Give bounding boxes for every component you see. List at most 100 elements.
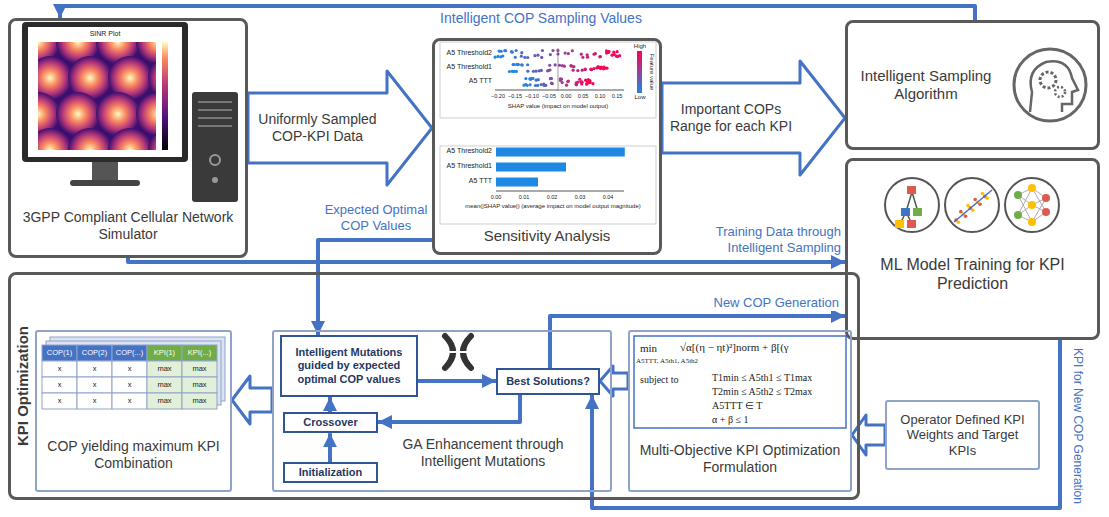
scatter-dot bbox=[964, 214, 968, 218]
node-title: Initialization bbox=[287, 466, 374, 479]
shap-dot bbox=[559, 77, 562, 80]
shap-dot bbox=[554, 63, 557, 66]
process-box: Crossover bbox=[283, 412, 378, 433]
tick-label: −0.05 bbox=[538, 93, 560, 100]
shap-bar-panel bbox=[440, 146, 656, 224]
table-cell: max bbox=[182, 396, 217, 405]
tree-node bbox=[913, 208, 922, 216]
formula-text: T2min ≤ A5th2 ≤ T2max bbox=[712, 386, 812, 398]
shap-bar bbox=[496, 178, 538, 187]
nn-neuron bbox=[1042, 208, 1050, 216]
feature-name: A5 Threshold2 bbox=[440, 147, 492, 155]
sinr-heatmap bbox=[38, 42, 156, 150]
nn-neuron bbox=[1028, 201, 1036, 209]
scatter-dot bbox=[985, 196, 989, 200]
shap-dot bbox=[520, 51, 523, 54]
shap-dot bbox=[585, 83, 588, 86]
flow-arrow bbox=[418, 379, 496, 383]
table-cell bbox=[77, 361, 112, 377]
table-cell: x bbox=[42, 364, 77, 373]
tick-label: 0.00 bbox=[555, 93, 577, 100]
tick-label: 0.05 bbox=[572, 93, 594, 100]
formula-text: A5TTT ∈ T bbox=[712, 400, 762, 412]
table-cell bbox=[147, 377, 182, 393]
heatmap-colorbar bbox=[162, 42, 168, 150]
shap-dot bbox=[534, 70, 537, 73]
table-cell: x bbox=[112, 380, 147, 389]
flow-arrow bbox=[128, 258, 845, 262]
table-cell bbox=[42, 361, 77, 377]
tick-label: 0.03 bbox=[569, 194, 591, 201]
shap-dot bbox=[580, 53, 583, 56]
flow-arrow bbox=[592, 340, 1060, 508]
edge-label: KPI for New COP Generation bbox=[1071, 347, 1085, 505]
shap-dot bbox=[550, 82, 553, 85]
table-cell: x bbox=[77, 364, 112, 373]
tower-button bbox=[212, 177, 218, 183]
table-cell bbox=[147, 361, 182, 377]
table-cell bbox=[112, 377, 147, 393]
feature-name: A5 Threshold2 bbox=[440, 49, 492, 57]
node-title: COP yielding maximum KPI Combination bbox=[43, 438, 224, 472]
shap-dot bbox=[590, 68, 593, 71]
ml-icon-circle bbox=[945, 178, 999, 232]
edge-label: New COP Generation bbox=[660, 295, 840, 311]
block-arrow bbox=[248, 71, 432, 185]
flow-arrow bbox=[328, 433, 332, 462]
shap-dot bbox=[540, 83, 543, 86]
shap-dot bbox=[521, 63, 524, 66]
formula-text: A5TTT, A5th1, A5th2 bbox=[636, 357, 698, 365]
table-cell bbox=[77, 393, 112, 409]
shap-dot bbox=[589, 68, 592, 71]
table-cell: x bbox=[42, 396, 77, 405]
shap-dot bbox=[515, 49, 518, 52]
shap-dot bbox=[529, 83, 532, 86]
nn-neuron bbox=[1028, 184, 1036, 192]
shap-dot bbox=[586, 56, 589, 59]
table-cell bbox=[182, 345, 217, 361]
monitor-base bbox=[70, 180, 140, 186]
flow-arrow bbox=[318, 240, 432, 335]
tick-label: 0.01 bbox=[513, 194, 535, 201]
shap-dot bbox=[566, 80, 569, 83]
analysis-box: Sensitivity Analysis bbox=[432, 38, 662, 255]
tree-node bbox=[907, 220, 916, 228]
shap-dot bbox=[567, 52, 570, 55]
table-cell bbox=[182, 377, 217, 393]
shap-dot bbox=[548, 64, 551, 67]
shap-dot bbox=[529, 78, 532, 81]
shap-dot bbox=[528, 77, 531, 80]
table-cell: max bbox=[147, 380, 182, 389]
shap-dot bbox=[565, 84, 568, 87]
block-arrow bbox=[852, 415, 885, 455]
shap-dot bbox=[581, 56, 584, 59]
shap-dot bbox=[503, 49, 506, 52]
shap-axis bbox=[495, 90, 624, 91]
tick-label: 0.04 bbox=[597, 194, 619, 201]
nn-neuron bbox=[1014, 191, 1022, 199]
tower-slot bbox=[198, 117, 232, 119]
block-arrow bbox=[600, 366, 628, 396]
table-header: COP(...) bbox=[112, 348, 147, 357]
shap-dot bbox=[520, 63, 523, 66]
block-arrow bbox=[662, 61, 845, 175]
shap-summary-panel bbox=[440, 42, 656, 118]
shap-dot bbox=[520, 55, 523, 58]
flow-arrow bbox=[378, 395, 520, 422]
shap-dot bbox=[547, 69, 550, 72]
table-cell bbox=[112, 345, 147, 361]
tower-slot bbox=[198, 125, 232, 127]
process-box: Intelligent Mutations guided by expected… bbox=[280, 335, 418, 397]
table-header: COP(1) bbox=[42, 348, 77, 357]
shap-dot bbox=[515, 70, 518, 73]
node-title: Intelligent Mutations guided by expected… bbox=[286, 346, 412, 386]
ml-icon-circle bbox=[1005, 178, 1059, 232]
shap-dot bbox=[584, 68, 587, 71]
formula-text: subject to bbox=[640, 374, 679, 386]
table-cell bbox=[147, 393, 182, 409]
tick-label: −0.20 bbox=[487, 93, 509, 100]
decision-box: Best Solutions? bbox=[496, 368, 600, 395]
